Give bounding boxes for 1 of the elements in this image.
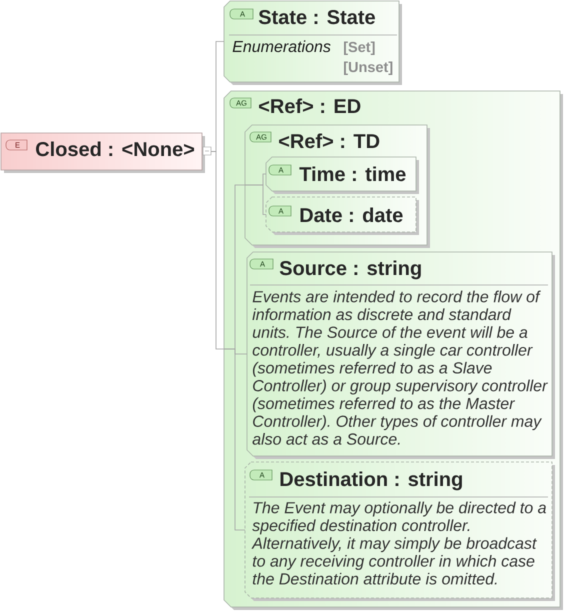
connector-line — [210, 151, 224, 350]
